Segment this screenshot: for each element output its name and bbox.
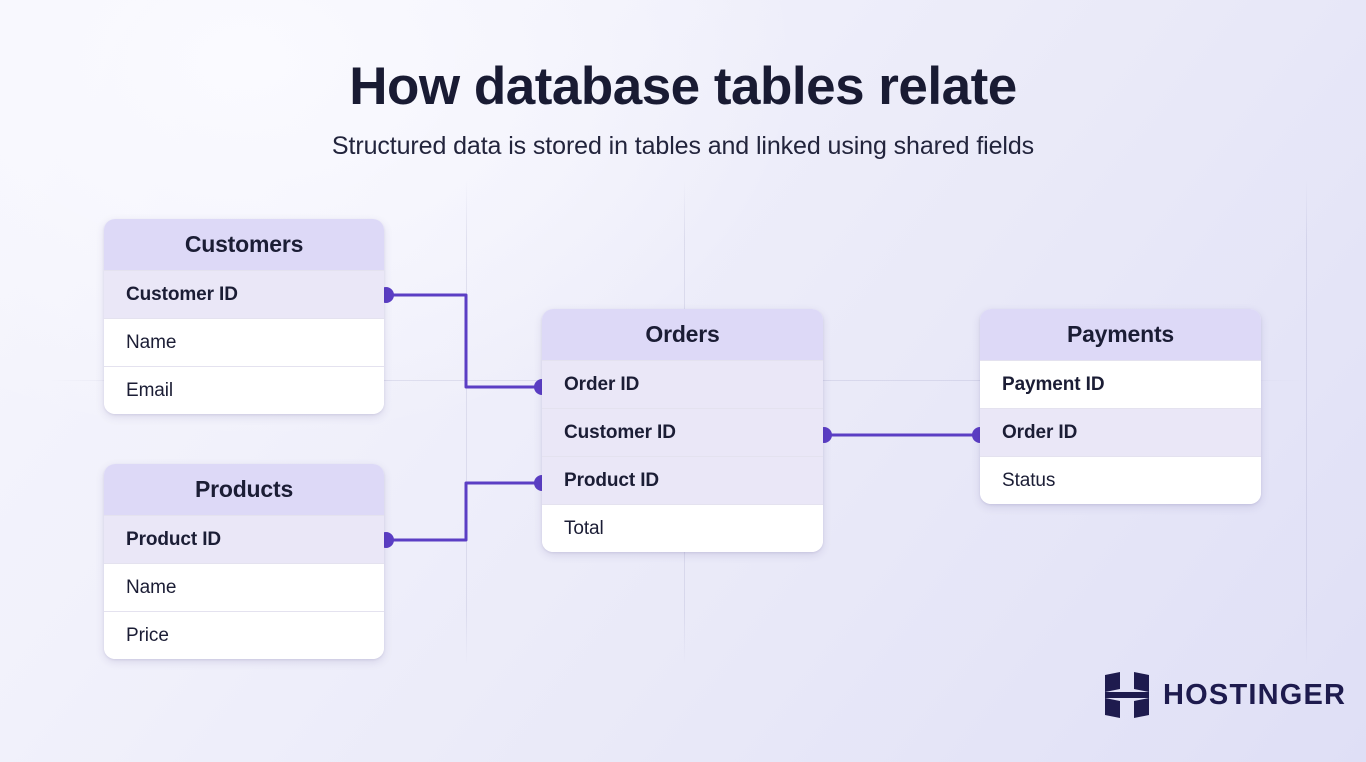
- entity-field-row[interactable]: Customer ID: [104, 270, 384, 318]
- entity-table-title: Products: [104, 464, 384, 515]
- entity-table-title: Orders: [542, 309, 823, 360]
- relationship-line-customers-orders: [384, 293, 544, 389]
- hostinger-logo: HOSTINGER: [1105, 672, 1346, 718]
- entity-field-row[interactable]: Email: [104, 366, 384, 414]
- entity-field-row[interactable]: Name: [104, 318, 384, 366]
- header: How database tables relate Structured da…: [0, 0, 1366, 161]
- hostinger-wordmark: HOSTINGER: [1163, 678, 1347, 711]
- entity-field-row[interactable]: Price: [104, 611, 384, 659]
- page-title: How database tables relate: [349, 57, 1017, 116]
- entity-table-title: Customers: [104, 219, 384, 270]
- hostinger-h-logo-icon: [1105, 672, 1149, 718]
- entity-field-row[interactable]: Total: [542, 504, 823, 552]
- relationship-line-products-orders: [384, 481, 544, 542]
- entity-field-row[interactable]: Status: [980, 456, 1261, 504]
- entity-field-row[interactable]: Customer ID: [542, 408, 823, 456]
- entity-field-row[interactable]: Order ID: [542, 360, 823, 408]
- entity-field-row[interactable]: Product ID: [104, 515, 384, 563]
- page-subtitle: Structured data is stored in tables and …: [331, 131, 1035, 160]
- entity-field-row[interactable]: Payment ID: [980, 360, 1261, 408]
- entity-field-row[interactable]: Order ID: [980, 408, 1261, 456]
- entity-field-row[interactable]: Product ID: [542, 456, 823, 504]
- entity-field-row[interactable]: Name: [104, 563, 384, 611]
- entity-table-title: Payments: [980, 309, 1261, 360]
